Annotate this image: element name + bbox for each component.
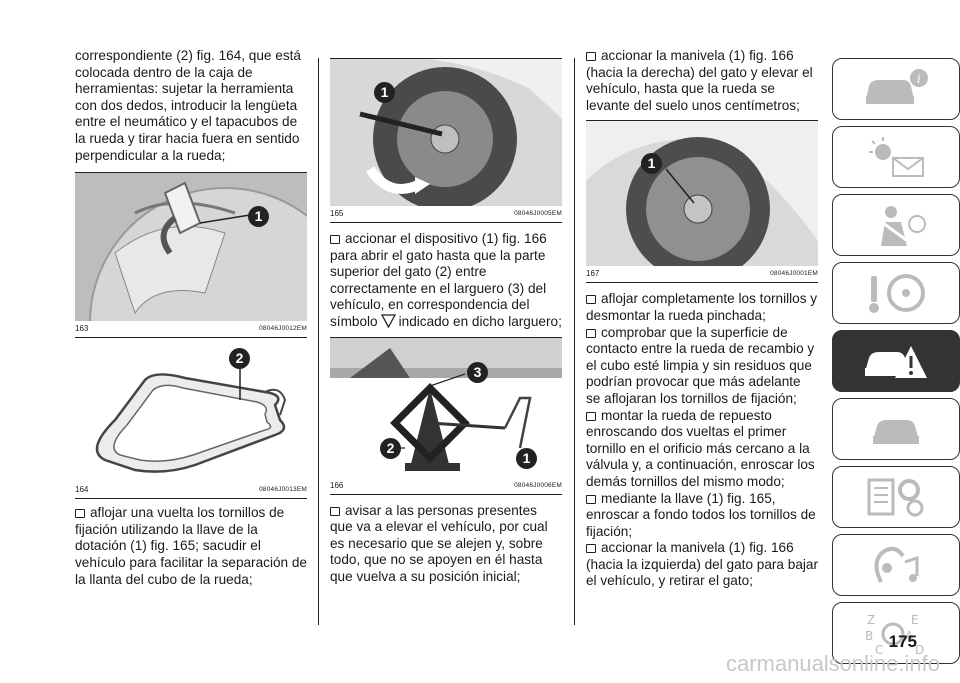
paragraph: indicado en dicho larguero; — [398, 313, 562, 329]
callout-1: 1 — [374, 82, 395, 103]
paragraph: aflojar completamente los tornillos y de… — [586, 291, 818, 323]
raised-wheel-illustration: 1 — [586, 121, 818, 267]
warning-lights-icon — [869, 137, 924, 177]
page-number: 175 — [888, 632, 917, 651]
checkbox-bullet-icon — [586, 52, 596, 61]
list-item: comprobar que la superficie de contacto … — [586, 325, 818, 408]
maintenance-icon — [873, 420, 919, 444]
svg-text:i: i — [917, 72, 921, 86]
paragraph: avisar a las personas presentes que va a… — [330, 502, 548, 584]
figure-code: 08046J0013EM — [259, 486, 307, 494]
svg-text:Z: Z — [867, 613, 875, 627]
figure-caption: 165 08046J0005EM — [330, 209, 562, 223]
svg-text:C: C — [875, 643, 883, 656]
callout-2: 2 — [380, 437, 401, 459]
figure-number: 163 — [75, 324, 89, 334]
driving-icon — [869, 274, 925, 313]
figure-caption: 164 08046J0013EM — [75, 485, 307, 500]
paragraph: accionar la manivela (1) fig. 166 (hacia… — [586, 540, 818, 589]
svg-text:B: B — [865, 629, 873, 643]
list-item: accionar la manivela (1) fig. 166 (hacia… — [586, 540, 818, 590]
paragraph: correspondiente (2) fig. 164, que está c… — [75, 48, 301, 163]
list-item: accionar la manivela (1) fig. 166 (hacia… — [586, 48, 818, 114]
jack-illustration: 3 2 1 — [330, 337, 562, 478]
tab-car-info[interactable]: i — [832, 58, 960, 120]
figure-number: 167 — [586, 269, 600, 279]
car-info-icon: i — [866, 69, 928, 104]
paragraph: comprobar que la superficie de contacto … — [586, 324, 815, 406]
paragraph: accionar la manivela (1) fig. 166 (hacia… — [586, 48, 813, 113]
safety-icon — [878, 206, 926, 246]
figure-code: 08046J0005EM — [514, 210, 562, 217]
paragraph: aflojar una vuelta los tornillos de fija… — [75, 505, 307, 587]
tab-technical-data[interactable] — [832, 466, 960, 528]
tab-multimedia[interactable] — [832, 534, 960, 596]
checkbox-bullet-icon — [586, 328, 596, 338]
watermark: carmanualsonline.info — [725, 651, 940, 676]
figure-163: 1 163 08046J0012EM — [75, 172, 307, 339]
technical-data-icon — [867, 478, 924, 517]
checkbox-bullet-icon — [586, 494, 596, 504]
column-1: correspondiente (2) fig. 164, que está c… — [75, 48, 307, 588]
callout-3: 3 — [467, 361, 488, 383]
list-item: aflojar completamente los tornillos y de… — [586, 291, 818, 324]
paragraph: accionar el dispositivo (1) fig. 166 par… — [330, 231, 547, 329]
figure-number: 165 — [330, 209, 344, 218]
figure-code: 08046J0001EM — [770, 270, 818, 278]
tab-safety[interactable] — [832, 194, 960, 256]
figure-166: 3 2 1 166 08046J0006EM — [330, 336, 562, 495]
figure-164: 2 164 08046J0013EM — [75, 340, 307, 500]
tab-maintenance[interactable] — [832, 398, 960, 460]
hubcap-removal-illustration: 1 — [75, 173, 307, 322]
multimedia-icon — [874, 546, 919, 583]
figure-code: 08046J0006EM — [514, 481, 562, 489]
figure-number: 164 — [75, 485, 89, 495]
figure-code: 08046J0012EM — [259, 325, 307, 333]
callout-1: 1 — [516, 447, 537, 469]
index-icon: Z E B A C D — [865, 613, 924, 656]
paragraph: mediante la llave (1) fig. 165, enroscar… — [586, 490, 816, 539]
wrench-on-wheel-illustration: 1 — [330, 59, 562, 206]
callout-2: 2 — [229, 348, 250, 370]
list-item: mediante la llave (1) fig. 165, enroscar… — [586, 491, 818, 541]
callout-1: 1 — [248, 206, 269, 228]
list-item: accionar el dispositivo (1) fig. 166 par… — [330, 231, 562, 331]
list-item: avisar a las personas presentes que va a… — [330, 503, 562, 586]
checkbox-bullet-icon — [586, 295, 596, 305]
svg-text:D: D — [915, 643, 924, 656]
figure-165: 1 165 08046J0005EM — [330, 58, 562, 223]
figure-number: 166 — [330, 480, 344, 490]
paragraph: montar la rueda de repuesto enroscando d… — [586, 407, 815, 489]
column-divider — [574, 58, 575, 625]
checkbox-bullet-icon — [586, 411, 596, 421]
figure-caption: 166 08046J0006EM — [330, 481, 562, 495]
tab-emergency[interactable] — [832, 330, 960, 392]
callout-1: 1 — [641, 153, 662, 175]
list-item: montar la rueda de repuesto enroscando d… — [586, 408, 818, 491]
jack-point-triangle-icon — [380, 314, 396, 328]
checkbox-bullet-icon — [75, 509, 85, 519]
checkbox-bullet-icon — [330, 506, 340, 516]
column-2: 1 165 08046J0005EM accionar el dispositi… — [330, 58, 562, 586]
figure-167: 1 167 08046J0001EM — [586, 120, 818, 284]
svg-text:E: E — [911, 613, 919, 627]
checkbox-bullet-icon — [586, 544, 596, 554]
step-list: aflojar completamente los tornillos y de… — [586, 291, 818, 590]
list-item: aflojar una vuelta los tornillos de fija… — [75, 505, 307, 588]
emergency-icon — [865, 346, 927, 378]
figure-caption: 163 08046J0012EM — [75, 324, 307, 339]
tab-warning-lights[interactable] — [832, 126, 960, 188]
column-divider — [318, 58, 319, 625]
svg-text:A: A — [905, 629, 914, 643]
checkbox-bullet-icon — [330, 235, 340, 244]
tab-driving[interactable] — [832, 262, 960, 324]
tab-index[interactable]: Z E B A C D — [832, 602, 960, 664]
column-3: accionar la manivela (1) fig. 166 (hacia… — [586, 48, 818, 590]
figure-caption: 167 08046J0001EM — [586, 269, 818, 284]
hubcap-tool-illustration: 2 — [75, 340, 307, 483]
